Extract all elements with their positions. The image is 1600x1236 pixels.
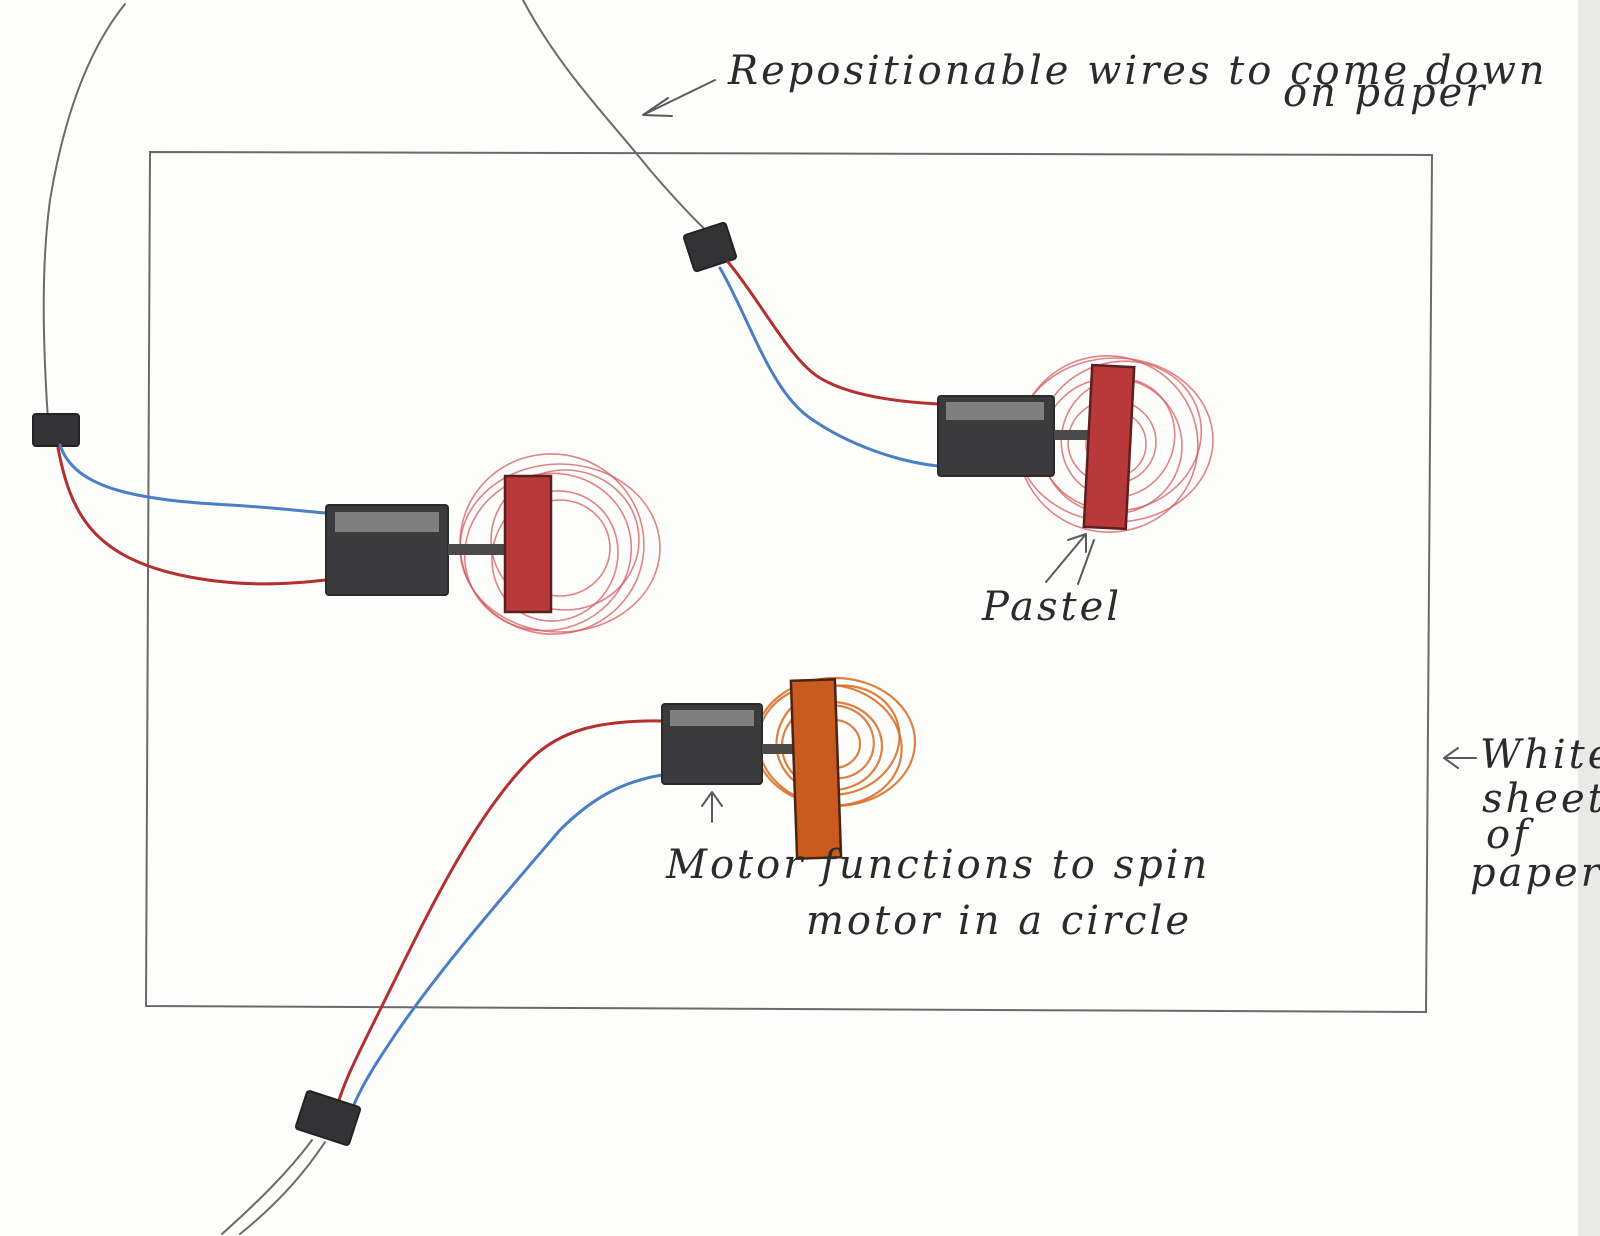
top-right-red-wire (726, 260, 940, 406)
top-right-pastel (1082, 363, 1136, 531)
scan-edge (1578, 0, 1600, 1236)
pastel-annotation: Pastel (981, 533, 1122, 630)
left-blue-wire (58, 443, 328, 515)
wires-annotation: Repositionable wires to come down on pap… (642, 48, 1548, 117)
top-right-motor-shading (946, 402, 1044, 420)
paper-label-line1: White (1480, 732, 1600, 778)
paper-label-line3: of (1486, 812, 1534, 858)
bottom-motor-shading (670, 710, 754, 726)
left-pastel (503, 474, 553, 614)
paper-arrow (1443, 747, 1477, 769)
top-right-motor-shaft (1054, 430, 1106, 440)
motor-label-line2: motor in a circle (806, 898, 1192, 944)
wires-arrow (642, 79, 716, 117)
paper-sheet-outline (144, 150, 1434, 1014)
bottom-repositionable-wire-2 (239, 1141, 326, 1235)
wires-label-line2: on paper (1283, 70, 1487, 116)
motor-label-line1: Motor functions to spin (665, 842, 1210, 888)
left-motor-shading (335, 512, 439, 532)
top-right-wire-clip (682, 221, 738, 273)
paper-annotation: White sheet of paper (1443, 732, 1600, 896)
left-wire-clip (32, 413, 80, 447)
left-motor-assembly (32, 3, 661, 635)
bottom-wire-clip (294, 1090, 362, 1146)
wires-label-line1: Repositionable wires to come down (727, 48, 1548, 94)
bottom-motor-assembly (221, 676, 917, 1235)
paper-label-line4: paper (1470, 850, 1600, 896)
motor-arrow (701, 791, 723, 823)
bottom-repositionable-wire (221, 1139, 313, 1235)
motor-annotation: Motor functions to spin motor in a circl… (665, 791, 1210, 944)
paper-label-line2: sheet (1482, 776, 1600, 822)
top-right-motor-assembly (522, 0, 1214, 533)
left-repositionable-wire (42, 3, 126, 421)
top-right-repositionable-wire (522, 0, 713, 237)
bottom-blue-wire (348, 773, 664, 1117)
bottom-pastel (789, 677, 843, 861)
left-motor-shaft (448, 544, 526, 555)
bottom-motor-shaft (762, 744, 818, 754)
pastel-label: Pastel (981, 584, 1122, 630)
bottom-red-wire (333, 719, 664, 1117)
pastel-arrow (1045, 533, 1095, 585)
left-red-wire (56, 446, 328, 586)
top-right-blue-wire (718, 266, 940, 468)
